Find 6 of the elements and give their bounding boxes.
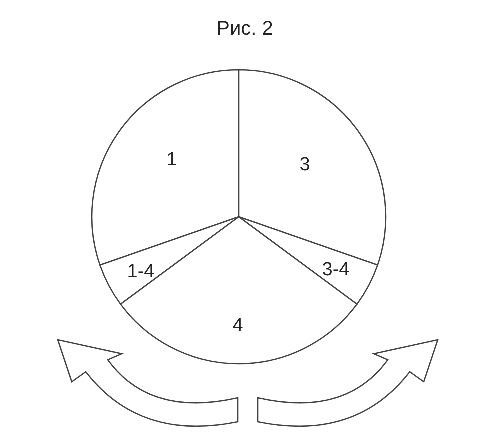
sector-label: 3 <box>300 156 310 174</box>
sector-label: 4 <box>232 316 244 336</box>
sector-label: 1-4 <box>127 262 155 282</box>
sector-label: 3-4 <box>322 260 350 280</box>
figure-title: Рис. 2 <box>216 18 274 41</box>
sector-label: 1 <box>166 150 178 170</box>
